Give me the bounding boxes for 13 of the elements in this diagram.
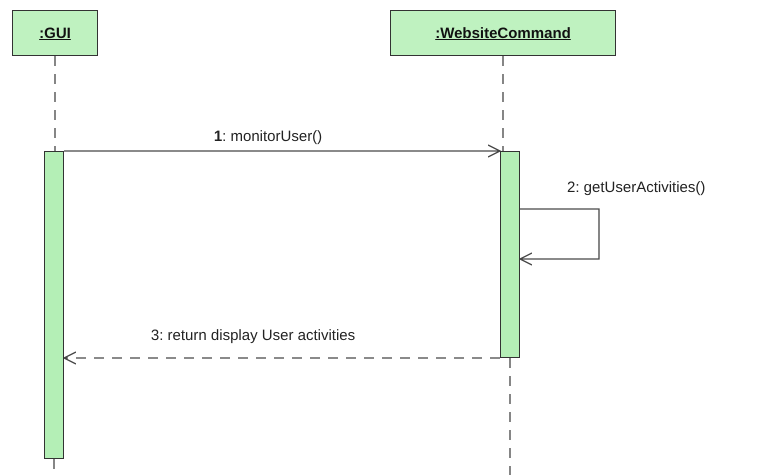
message-label: 2: getUserActivities() [565, 179, 708, 197]
object-box: :WebsiteCommand [390, 10, 616, 56]
activation-bar [44, 151, 64, 459]
lifeline [502, 56, 504, 151]
self-message-arrow [519, 208, 600, 266]
lifeline [509, 358, 511, 475]
message-label: 3: return display User activities [148, 327, 358, 345]
object-box: :GUI [12, 10, 98, 56]
lifeline [54, 56, 56, 151]
message-label: 1: monitorUser() [212, 128, 324, 146]
activation-bar [500, 151, 520, 358]
message-arrow [64, 144, 501, 158]
return-message-arrow [63, 351, 500, 365]
